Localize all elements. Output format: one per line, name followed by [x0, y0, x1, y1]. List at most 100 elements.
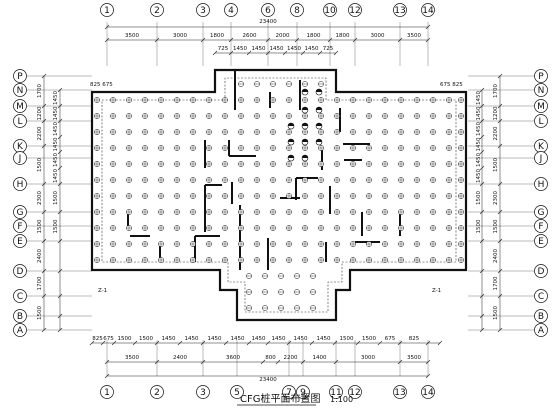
dim-label-right-outer: 1700 [493, 84, 499, 98]
pile-half-filled [302, 89, 308, 92]
axis-bubble-right: L [534, 114, 548, 128]
bubble-circle [230, 385, 244, 399]
dim-label-bottom-detail: 1450 [185, 336, 199, 342]
dim-tick [57, 149, 63, 155]
axis-bubble-right: P [534, 69, 548, 83]
axis-bubble-top: 2 [150, 3, 164, 17]
bubble-circle [13, 309, 27, 323]
pile-symbol [301, 106, 309, 114]
dim-tick [57, 313, 63, 319]
axis-bubble-top: 3 [196, 3, 210, 17]
dim-label-bottom-outer: 3500 [125, 355, 139, 361]
axis-bubble-left: P [13, 69, 27, 83]
dim-label-top-inner: 725 [218, 46, 229, 52]
dim-label-right-detail: 1450 [476, 169, 482, 183]
dim-label-top-outer: 2600 [243, 33, 257, 39]
axis-bubble-right: D [534, 264, 548, 278]
bubble-label: F [538, 222, 543, 232]
axis-bubble-left: C [13, 289, 27, 303]
bubble-label: G [17, 208, 24, 218]
bubble-label: P [538, 72, 544, 82]
axis-bubble-left: L [13, 114, 27, 128]
dim-label-left-outer: 1700 [37, 276, 43, 290]
bubble-label: B [538, 312, 544, 322]
axis-bubble-right: K [534, 139, 548, 153]
pile-symbol [287, 138, 295, 146]
bubble-label: K [17, 142, 24, 152]
dim-tick [286, 340, 292, 346]
dim-label-bottom-detail: 1450 [208, 336, 222, 342]
bubble-label: 12 [349, 6, 360, 16]
bubble-label: C [17, 292, 23, 302]
pile-mark-left: Z-1 [98, 288, 107, 294]
dim-tick [497, 268, 503, 274]
dim-tick [154, 359, 160, 365]
dim-tick [41, 181, 47, 187]
bubble-label: 10 [324, 6, 336, 16]
pile-half-filled [288, 123, 294, 126]
dim-label-left-outer: 1500 [37, 306, 43, 320]
axis-bubble-top: 14 [421, 3, 435, 17]
dim-label-top-inner: 1450 [287, 46, 301, 52]
axis-bubble-top: 8 [290, 3, 304, 17]
axis-bubble-left: F [13, 219, 27, 233]
axis-bubble-left: M [13, 99, 27, 113]
dim-tick [479, 209, 485, 215]
outer-wall [90, 68, 468, 322]
pile-symbol [301, 122, 309, 130]
bubble-circle [296, 385, 310, 399]
dim-tick [41, 209, 47, 215]
dim-label-left-outer: 1500 [37, 219, 43, 233]
axis-bubble-right: J [534, 151, 548, 165]
dim-tick [104, 37, 110, 43]
cfg-piles [94, 81, 464, 311]
dim-label-right-detail: 1500 [476, 219, 482, 233]
bubble-circle [534, 264, 548, 278]
dim-tick [228, 50, 234, 56]
dim-tick [479, 313, 485, 319]
interior-walls [127, 70, 401, 270]
pile-symbol [301, 154, 309, 162]
bubble-label: 3 [200, 6, 206, 16]
bubble-label: E [538, 237, 544, 247]
dim-label-bottom-detail: 1450 [294, 336, 308, 342]
dim-tick [212, 50, 218, 56]
dim-tick [497, 327, 503, 333]
dim-tick [200, 359, 206, 365]
dim-tick [57, 118, 63, 124]
dim-tick [377, 340, 383, 346]
bubble-circle [13, 234, 27, 248]
bubble-label: 7 [286, 388, 292, 398]
dim-label-left-detail: 1450 [53, 122, 59, 136]
drawing-title: CFG桩平面布置图 [240, 392, 320, 405]
bubble-circle [534, 234, 548, 248]
dim-tick [397, 359, 403, 365]
dim-label-top-inner: 1450 [305, 46, 319, 52]
axis-bubble-top: 4 [224, 3, 238, 17]
dim-label-left-outer: 2400 [37, 249, 43, 263]
dim-label-left-detail: 1500 [53, 219, 59, 233]
dim-label-top-outer: 3000 [173, 33, 187, 39]
pile-half-filled [302, 123, 308, 126]
pile-symbol [287, 154, 295, 162]
pile-mark-right: Z-1 [432, 288, 441, 294]
axis-bubble-top: 12 [348, 3, 362, 17]
axis-bubble-top: 6 [261, 3, 275, 17]
axis-bubble-right: E [534, 234, 548, 248]
pile-symbol [301, 88, 309, 96]
dim-label-bottom-outer: 3600 [226, 355, 240, 361]
bubble-label: A [17, 326, 24, 336]
axis-bubble-right: C [534, 289, 548, 303]
dim-tick [100, 340, 106, 346]
bubble-label: M [537, 102, 545, 112]
bubble-circle [13, 289, 27, 303]
dim-tick [300, 50, 306, 56]
bubble-circle [534, 289, 548, 303]
axis-bubble-left: H [13, 177, 27, 191]
dim-label-top-outer: 1800 [210, 33, 224, 39]
dim-label-bottom-detail: 1500 [139, 336, 153, 342]
dim-label-top-inner: 1450 [233, 46, 247, 52]
dim-label-right-outer: 2300 [493, 191, 499, 205]
dim-tick [497, 181, 503, 187]
